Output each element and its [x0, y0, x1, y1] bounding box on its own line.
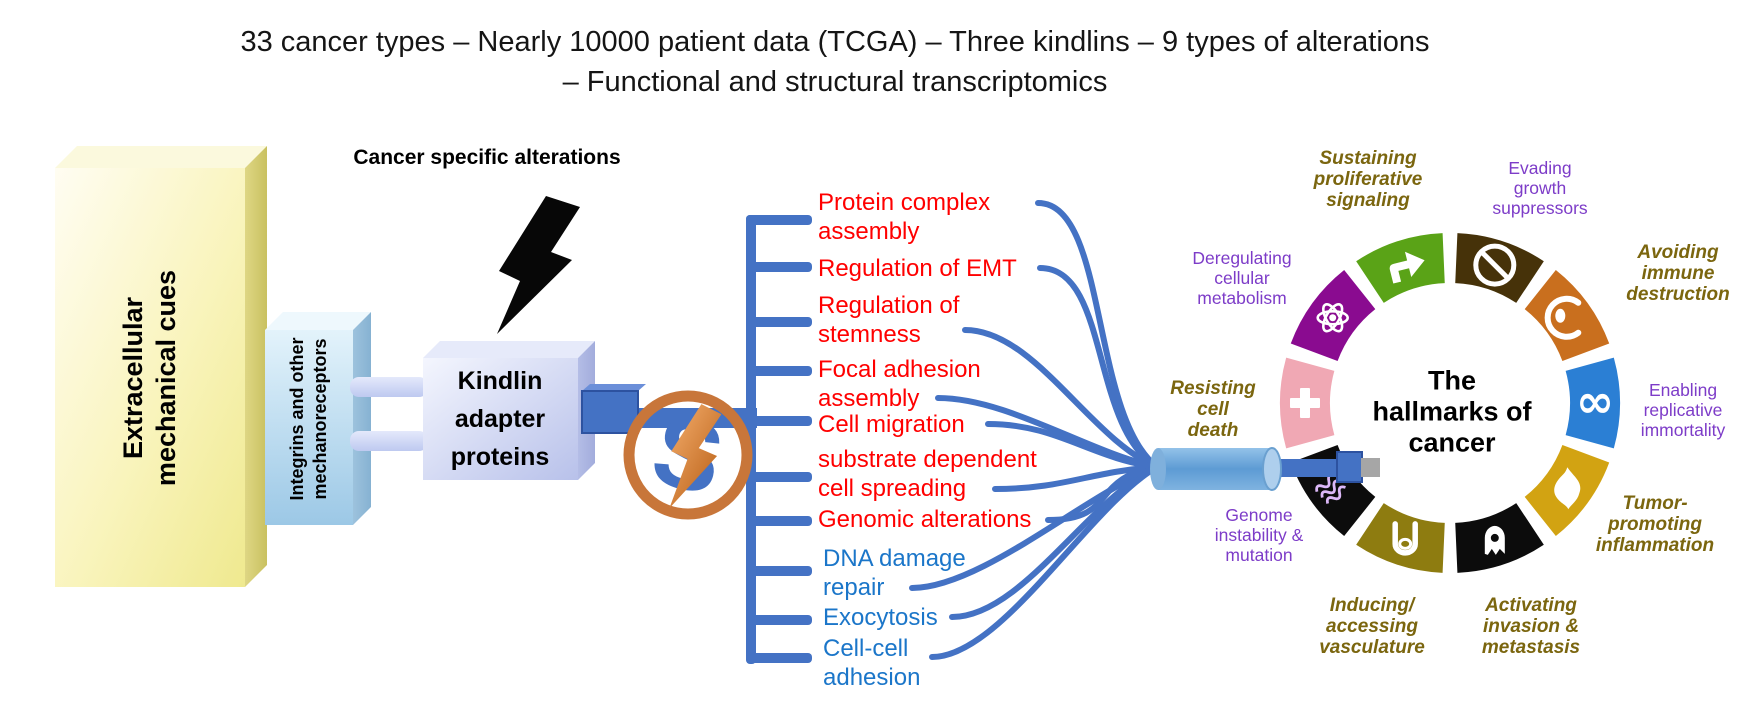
vasculature-icon [1392, 521, 1418, 556]
hallmark-label-resisting-cell-death: Resisting cell death [1170, 378, 1256, 441]
extracellular-mechanical-cues-label: Extracellular mechanical cues [118, 269, 181, 487]
bracket-tick-8 [746, 615, 812, 625]
function-item-6: Genomic alterations [818, 506, 1032, 533]
cross-icon [1290, 388, 1320, 418]
bracket-tick-6 [746, 516, 812, 526]
function-item-5: substrate dependent cell spreading [818, 446, 1037, 502]
function-item-9: Cell-cell adhesion [823, 635, 921, 691]
lightning-bolt-icon [497, 196, 580, 334]
cancer-specific-alterations-label: Cancer specific alterations [353, 146, 621, 169]
segment-enabling-replicative-immortality [1565, 357, 1620, 449]
bracket-tick-0 [746, 215, 812, 225]
curve-7 [909, 464, 1160, 591]
figure-title: 33 cancer types – Nearly 10000 patient d… [240, 26, 1430, 98]
hallmark-label-inducing-accessing-vasculature: Inducing/ accessing vasculature [1319, 595, 1425, 658]
immune-cell-icon [1544, 295, 1582, 340]
hallmark-label-deregulating-cellular-metabolism: Deregulating cellular metabolism [1192, 248, 1292, 308]
curve-9 [929, 464, 1160, 660]
svg-text:∞: ∞ [1576, 374, 1614, 428]
atom-icon [1316, 303, 1349, 333]
bolt-in-ring-icon: S [623, 390, 753, 520]
integrin-kindlin-connectors [350, 377, 428, 451]
function-item-4: Cell migration [818, 411, 965, 438]
bracket-tick-1 [746, 262, 812, 272]
signal-pipe [1150, 447, 1380, 491]
hallmark-label-tumor-promoting-inflammation: Tumor- promoting inflammation [1595, 493, 1715, 556]
function-item-8: Exocytosis [823, 604, 938, 631]
segment-inducing-accessing-vasculature [1356, 503, 1445, 573]
kindlin-adapter-proteins-label: Kindlin adapter proteins [450, 367, 550, 471]
integrins-box [265, 312, 371, 525]
function-item-1: Regulation of EMT [818, 255, 1017, 282]
segment-avoiding-immune-destruction [1524, 269, 1610, 361]
extracellular-box [55, 146, 267, 587]
kindlin-box [423, 341, 595, 480]
curve-4 [985, 421, 1160, 470]
function-item-3: Focal adhesion assembly [818, 356, 981, 412]
hallmark-label-evading-growth-suppressors: Evading growth suppressors [1492, 158, 1588, 218]
curve-1 [1037, 265, 1160, 470]
hallmark-label-genome-instability-mutation: Genome instability & mutation [1214, 505, 1304, 565]
function-to-hallmark-curves [909, 200, 1160, 660]
function-item-0: Protein complex assembly [818, 189, 991, 245]
bracket-tick-7 [746, 566, 812, 576]
curve-5 [992, 464, 1160, 492]
arrow-icon [1389, 251, 1425, 284]
flame-icon [1554, 467, 1581, 510]
hallmarks-of-cancer-title: The hallmarks of cancer [1372, 365, 1532, 458]
hallmarks-wheel: ∞ [1280, 233, 1620, 573]
bracket-tick-3 [746, 366, 812, 376]
hallmark-label-enabling-replicative-immortality: Enabling replicative immortality [1640, 380, 1726, 440]
bracket-tick-2 [746, 317, 812, 327]
curve-0 [1035, 200, 1160, 470]
curve-2 [962, 327, 1160, 470]
function-bracket [746, 215, 812, 664]
infinity-icon: ∞ [1576, 374, 1614, 428]
bracket-tick-9 [746, 653, 812, 663]
bracket-tick-4 [746, 416, 812, 426]
integrins-mechanoreceptors-label: Integrins and other mechanoreceptors [287, 337, 330, 501]
no-entry-icon [1473, 243, 1517, 287]
hallmark-label-sustaining-proliferative-signaling: Sustaining proliferative signaling [1313, 148, 1423, 211]
function-item-2: Regulation of stemness [818, 292, 960, 348]
rocket-icon [1484, 525, 1505, 555]
function-item-7: DNA damage repair [823, 545, 966, 601]
hallmark-label-activating-invasion-metastasis: Activating invasion & metastasis [1481, 595, 1581, 658]
bracket-tick-5 [746, 472, 812, 482]
hallmark-label-avoiding-immune-destruction: Avoiding immune destruction [1626, 242, 1730, 305]
